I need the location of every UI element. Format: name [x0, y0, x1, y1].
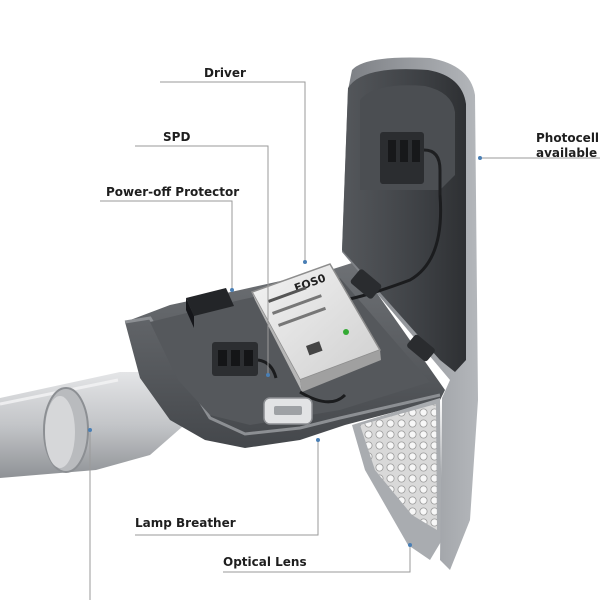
label-lamp-breather: Lamp Breather [135, 516, 236, 530]
optical-lens [352, 398, 442, 560]
label-photocell: Photocell available [536, 131, 599, 161]
photocell-socket [380, 132, 442, 195]
leader-dots [88, 156, 482, 547]
dot-power-off [230, 288, 234, 292]
label-power-off-protector: Power-off Protector [106, 185, 240, 199]
driver-box: EOS0 [250, 263, 382, 404]
dot-lamp-breather [316, 438, 320, 442]
dot-pole [88, 428, 92, 432]
leader-lamp-breather [135, 440, 319, 536]
leader-power-off [100, 200, 233, 290]
leader-driver [160, 81, 306, 262]
label-spd: SPD [163, 130, 191, 144]
pole-arm [0, 372, 190, 478]
lamp-breather [263, 397, 313, 425]
dot-optical-lens [408, 543, 412, 547]
spd-module [212, 342, 278, 379]
power-off-protector [186, 288, 234, 328]
dot-spd [266, 373, 270, 377]
label-photocell-line1: Photocell [536, 131, 600, 145]
label-optical-lens: Optical Lens [223, 555, 307, 569]
open-lid [342, 57, 478, 570]
label-photocell-line2: available [536, 146, 598, 160]
label-driver: Driver [204, 66, 246, 80]
dot-driver [303, 260, 307, 264]
leader-optical-lens [223, 545, 411, 573]
dot-photocell [478, 156, 482, 160]
leader-lines [89, 81, 600, 600]
leader-spd [135, 145, 269, 375]
